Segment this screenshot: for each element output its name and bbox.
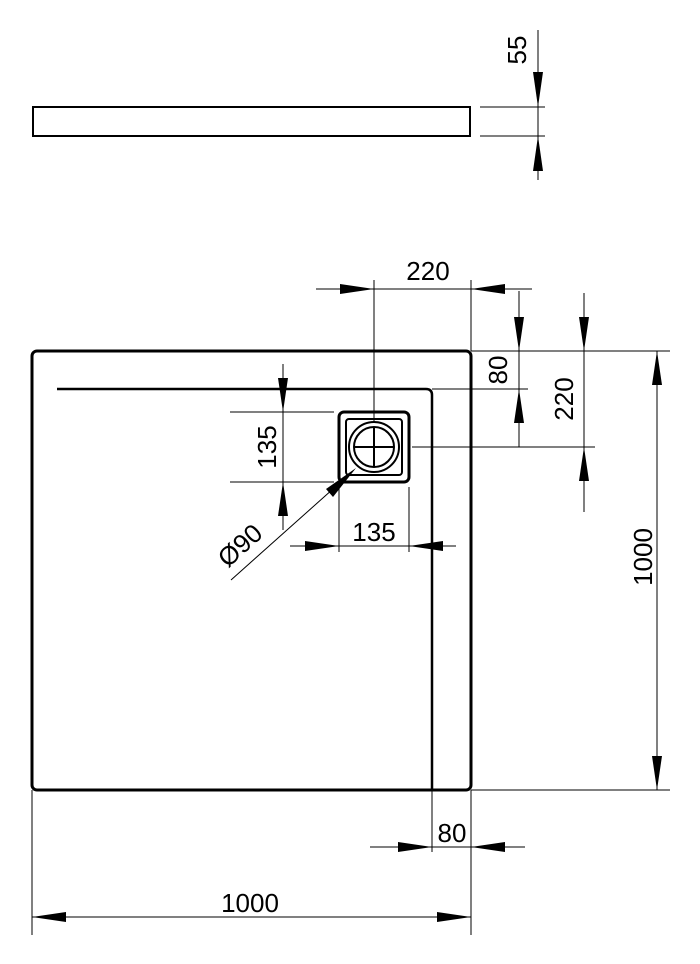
arrow-80-right (471, 842, 505, 852)
width-label: 1000 (221, 888, 279, 918)
diameter-arrow (326, 468, 356, 497)
dim-80-220-vertical: 80 220 (412, 291, 670, 512)
arrow-135v-top (278, 378, 288, 412)
arrow-down (533, 72, 543, 107)
drain-size-h-label: 135 (352, 517, 395, 547)
arrow-depth-bottom (652, 756, 662, 790)
arrow-depth-top (652, 351, 662, 385)
inner-rim (57, 387, 434, 790)
drain-offset-y-label: 220 (549, 377, 579, 420)
arrow-135h-left (305, 541, 339, 551)
dim-80-horizontal: 80 (370, 790, 525, 935)
tray-profile (32, 106, 471, 137)
dim-diameter: Ø90 (212, 468, 356, 581)
arrow-135h-right (409, 541, 443, 551)
arrow-80-left (398, 842, 432, 852)
drain-size-v-label: 135 (252, 425, 282, 468)
arrow-down-80 (514, 317, 524, 351)
arrow-width-right (437, 912, 471, 922)
height-label: 55 (502, 36, 532, 65)
dim-1000-vertical: 1000 (471, 351, 670, 791)
rim-top-label: 80 (483, 356, 513, 385)
arrow-up-80 (514, 389, 524, 423)
dim-135-horizontal: 135 (290, 487, 456, 552)
plan-view: 220 80 220 1000 (30, 256, 670, 935)
arrow-right (340, 284, 374, 294)
tray-outline (30, 349, 473, 792)
dim-135-vertical: 135 (230, 364, 334, 530)
drain-diameter-label: Ø90 (212, 518, 269, 573)
side-view: 55 (32, 30, 545, 180)
dim-220-horizontal: 220 (316, 256, 532, 422)
dim-1000-horizontal: 1000 (31, 790, 471, 935)
depth-label: 1000 (628, 528, 658, 586)
rim-right-label: 80 (438, 818, 467, 848)
arrow-width-left (32, 912, 66, 922)
drain (337, 410, 411, 484)
arrow-down-220 (579, 317, 589, 351)
drain-offset-x-label: 220 (406, 256, 449, 286)
arrow-up-220 (579, 447, 589, 481)
arrow-135v-bottom (278, 482, 288, 516)
arrow-up (533, 136, 543, 171)
arrow-left (471, 284, 505, 294)
